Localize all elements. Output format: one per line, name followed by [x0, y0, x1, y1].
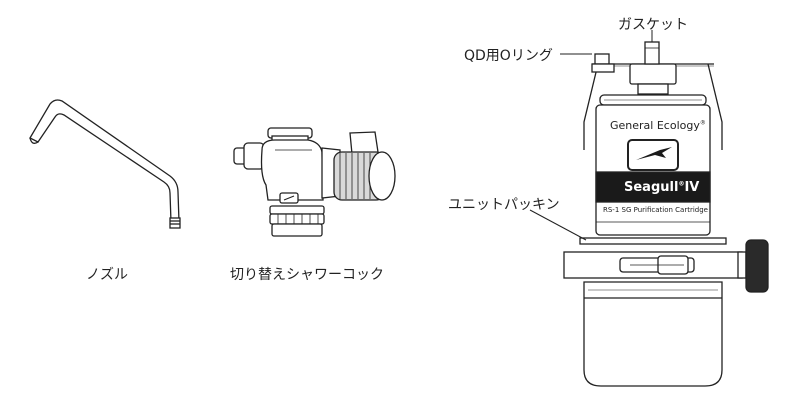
- cartridge-brand: General Ecology®: [610, 119, 706, 132]
- label-gasket: ガスケット: [618, 17, 688, 33]
- shower-cock-drawing: [233, 127, 396, 237]
- nozzle-drawing: [29, 99, 181, 229]
- label-qd-o-ring: QD用Oリング: [464, 48, 553, 64]
- cartridge-brand-mark: ®: [699, 119, 706, 127]
- leader-lines: [529, 30, 653, 241]
- filter-assembly-drawing: [563, 41, 769, 387]
- label-unit-packing: ユニットパッキン: [448, 197, 560, 213]
- cartridge-model-suffix: IV: [684, 180, 700, 195]
- label-shower-cock: 切り替えシャワーコック: [230, 267, 384, 283]
- cartridge-description: RS-1 SG Purification Cartridge: [603, 206, 708, 214]
- cartridge-model: Seagull®IV: [624, 180, 700, 195]
- label-nozzle: ノズル: [86, 267, 128, 283]
- seagull-icon: [636, 147, 672, 160]
- cartridge-model-mark: ®: [678, 180, 685, 188]
